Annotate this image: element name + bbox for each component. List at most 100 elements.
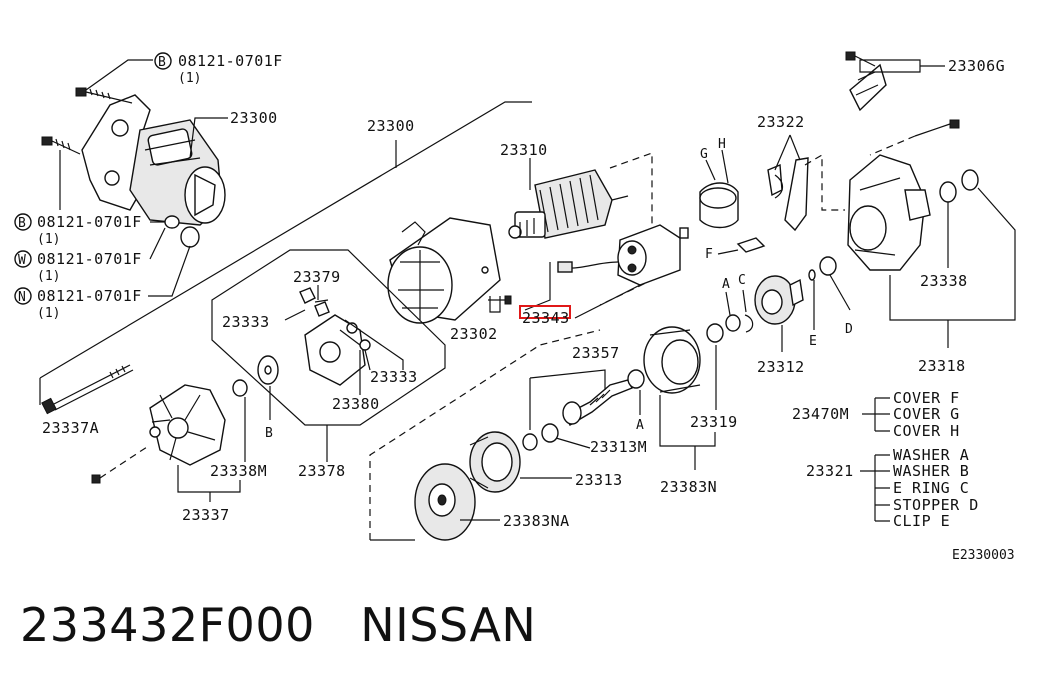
svg-text:WASHER A: WASHER A [893,446,969,464]
svg-text:23313: 23313 [575,471,623,489]
stopper-d: D [819,256,853,337]
svg-text:23337A: 23337A [42,419,99,437]
label-23343: 23343 [519,262,641,327]
mounting-bolt-lower [41,136,81,155]
svg-text:23357: 23357 [572,344,620,362]
svg-text:23379: 23379 [293,268,341,286]
letter-f: F [705,247,713,262]
letter-c: C [738,273,746,288]
callout-qty: (1) [178,71,201,86]
housing-seal [961,169,979,191]
svg-text:23318: 23318 [918,357,966,375]
svg-text:STOPPER D: STOPPER D [893,496,979,514]
brush-holder [304,314,366,386]
label-23333-left: 23333 [222,309,306,331]
label-23300: 23300 [367,117,415,135]
callout-nut-n: N 08121-0701F (1) [14,245,191,321]
callout-code: 08121-0701F [37,250,142,268]
label-23306G: 23306G [859,57,1005,75]
nut-part [180,226,200,248]
pinion-stop [522,433,538,451]
svg-text:23383N: 23383N [660,478,717,496]
letter-d: D [845,322,853,337]
label-23357: 23357 [529,344,620,430]
label-23383NA: 23383NA [460,512,570,530]
mounting-bolt-upper [75,87,133,104]
svg-text:COVER G: COVER G [893,405,960,423]
letter-a: A [722,277,730,292]
svg-text:23378: 23378 [298,462,346,480]
housing-bushing [939,181,957,268]
label-23338: 23338 [920,272,968,290]
label-23322: 23322 [757,113,805,131]
label-23302: 23302 [450,296,501,343]
letter-b: B [265,426,273,441]
shim-plate [414,463,476,541]
brush-group-frame [211,249,446,426]
clutch-gear [469,431,521,493]
label-23318: 23318 [889,187,1016,375]
label-23383N: 23383N [659,395,717,496]
cover-plate [845,51,887,112]
svg-text:23333: 23333 [222,313,270,331]
spring-part [359,339,371,371]
pinion-shaft [562,379,633,426]
legend-washer-group: 23321 WASHER A WASHER B E RING C STOPPER… [806,446,979,530]
label-23312: 23312 [757,325,805,376]
callout-letter: N [18,290,26,305]
clip-e: E [808,269,817,349]
letter-e: E [809,334,817,349]
solenoid [557,224,689,286]
callout-washer-w: W 08121-0701F (1) [14,227,166,284]
callout-qty: (1) [37,306,60,321]
label-23319: 23319 [690,345,737,431]
front-bushing [706,323,724,343]
callout-qty: (1) [37,269,60,284]
washer-a-left: A [627,369,645,433]
callout-letter: W [18,253,26,268]
letter-g: G [700,147,708,162]
label-23378: 23378 [298,425,346,480]
rear-bushing [232,379,248,397]
gear-assembly [754,275,804,325]
callout-qty: (1) [37,232,60,247]
svg-text:23383NA: 23383NA [503,512,570,530]
svg-text:COVER H: COVER H [893,422,960,440]
svg-text:WASHER B: WASHER B [893,462,969,480]
pinion-group-frame [369,329,601,540]
svg-text:23313M: 23313M [590,438,647,456]
label-23338M: 23338M [210,397,267,480]
label-23337A: 23337A [42,419,99,437]
shift-lever [767,134,845,232]
svg-text:23338: 23338 [920,272,968,290]
legend-cover-group: 23470M COVER F COVER G COVER H [792,389,960,440]
cover-f: F [705,237,766,262]
svg-text:CLIP E: CLIP E [893,512,950,530]
label-23380: 23380 [332,350,379,413]
svg-text:E RING C: E RING C [893,479,969,497]
washer-b: B [257,355,279,441]
letter-h: H [718,137,726,152]
svg-text:23302: 23302 [450,325,498,343]
label-23300-assembly: 23300 [189,109,277,159]
yoke-field-coil [387,217,501,324]
rear-cover [149,384,226,466]
e-ring-c: C [738,273,754,333]
armature [508,169,629,239]
brush-part [299,285,330,317]
callout-bolt-b-left: B 08121-0701F (1) [14,150,165,247]
label-23337: 23337 [177,465,241,524]
svg-text:23322: 23322 [757,113,805,131]
callout-code: 08121-0701F [178,52,283,70]
svg-text:23470M: 23470M [792,405,849,423]
callout-code: 08121-0701F [37,213,142,231]
highlight-box [519,305,571,319]
svg-text:23312: 23312 [757,358,805,376]
rear-screw [91,444,151,484]
cover-h: H [718,137,729,184]
callout-bolt-b-top: B 08121-0701F (1) [85,52,283,91]
svg-text:COVER F: COVER F [893,389,960,407]
cover-g: G [699,147,739,229]
callout-letter: B [158,55,166,70]
through-bolt [41,364,134,415]
